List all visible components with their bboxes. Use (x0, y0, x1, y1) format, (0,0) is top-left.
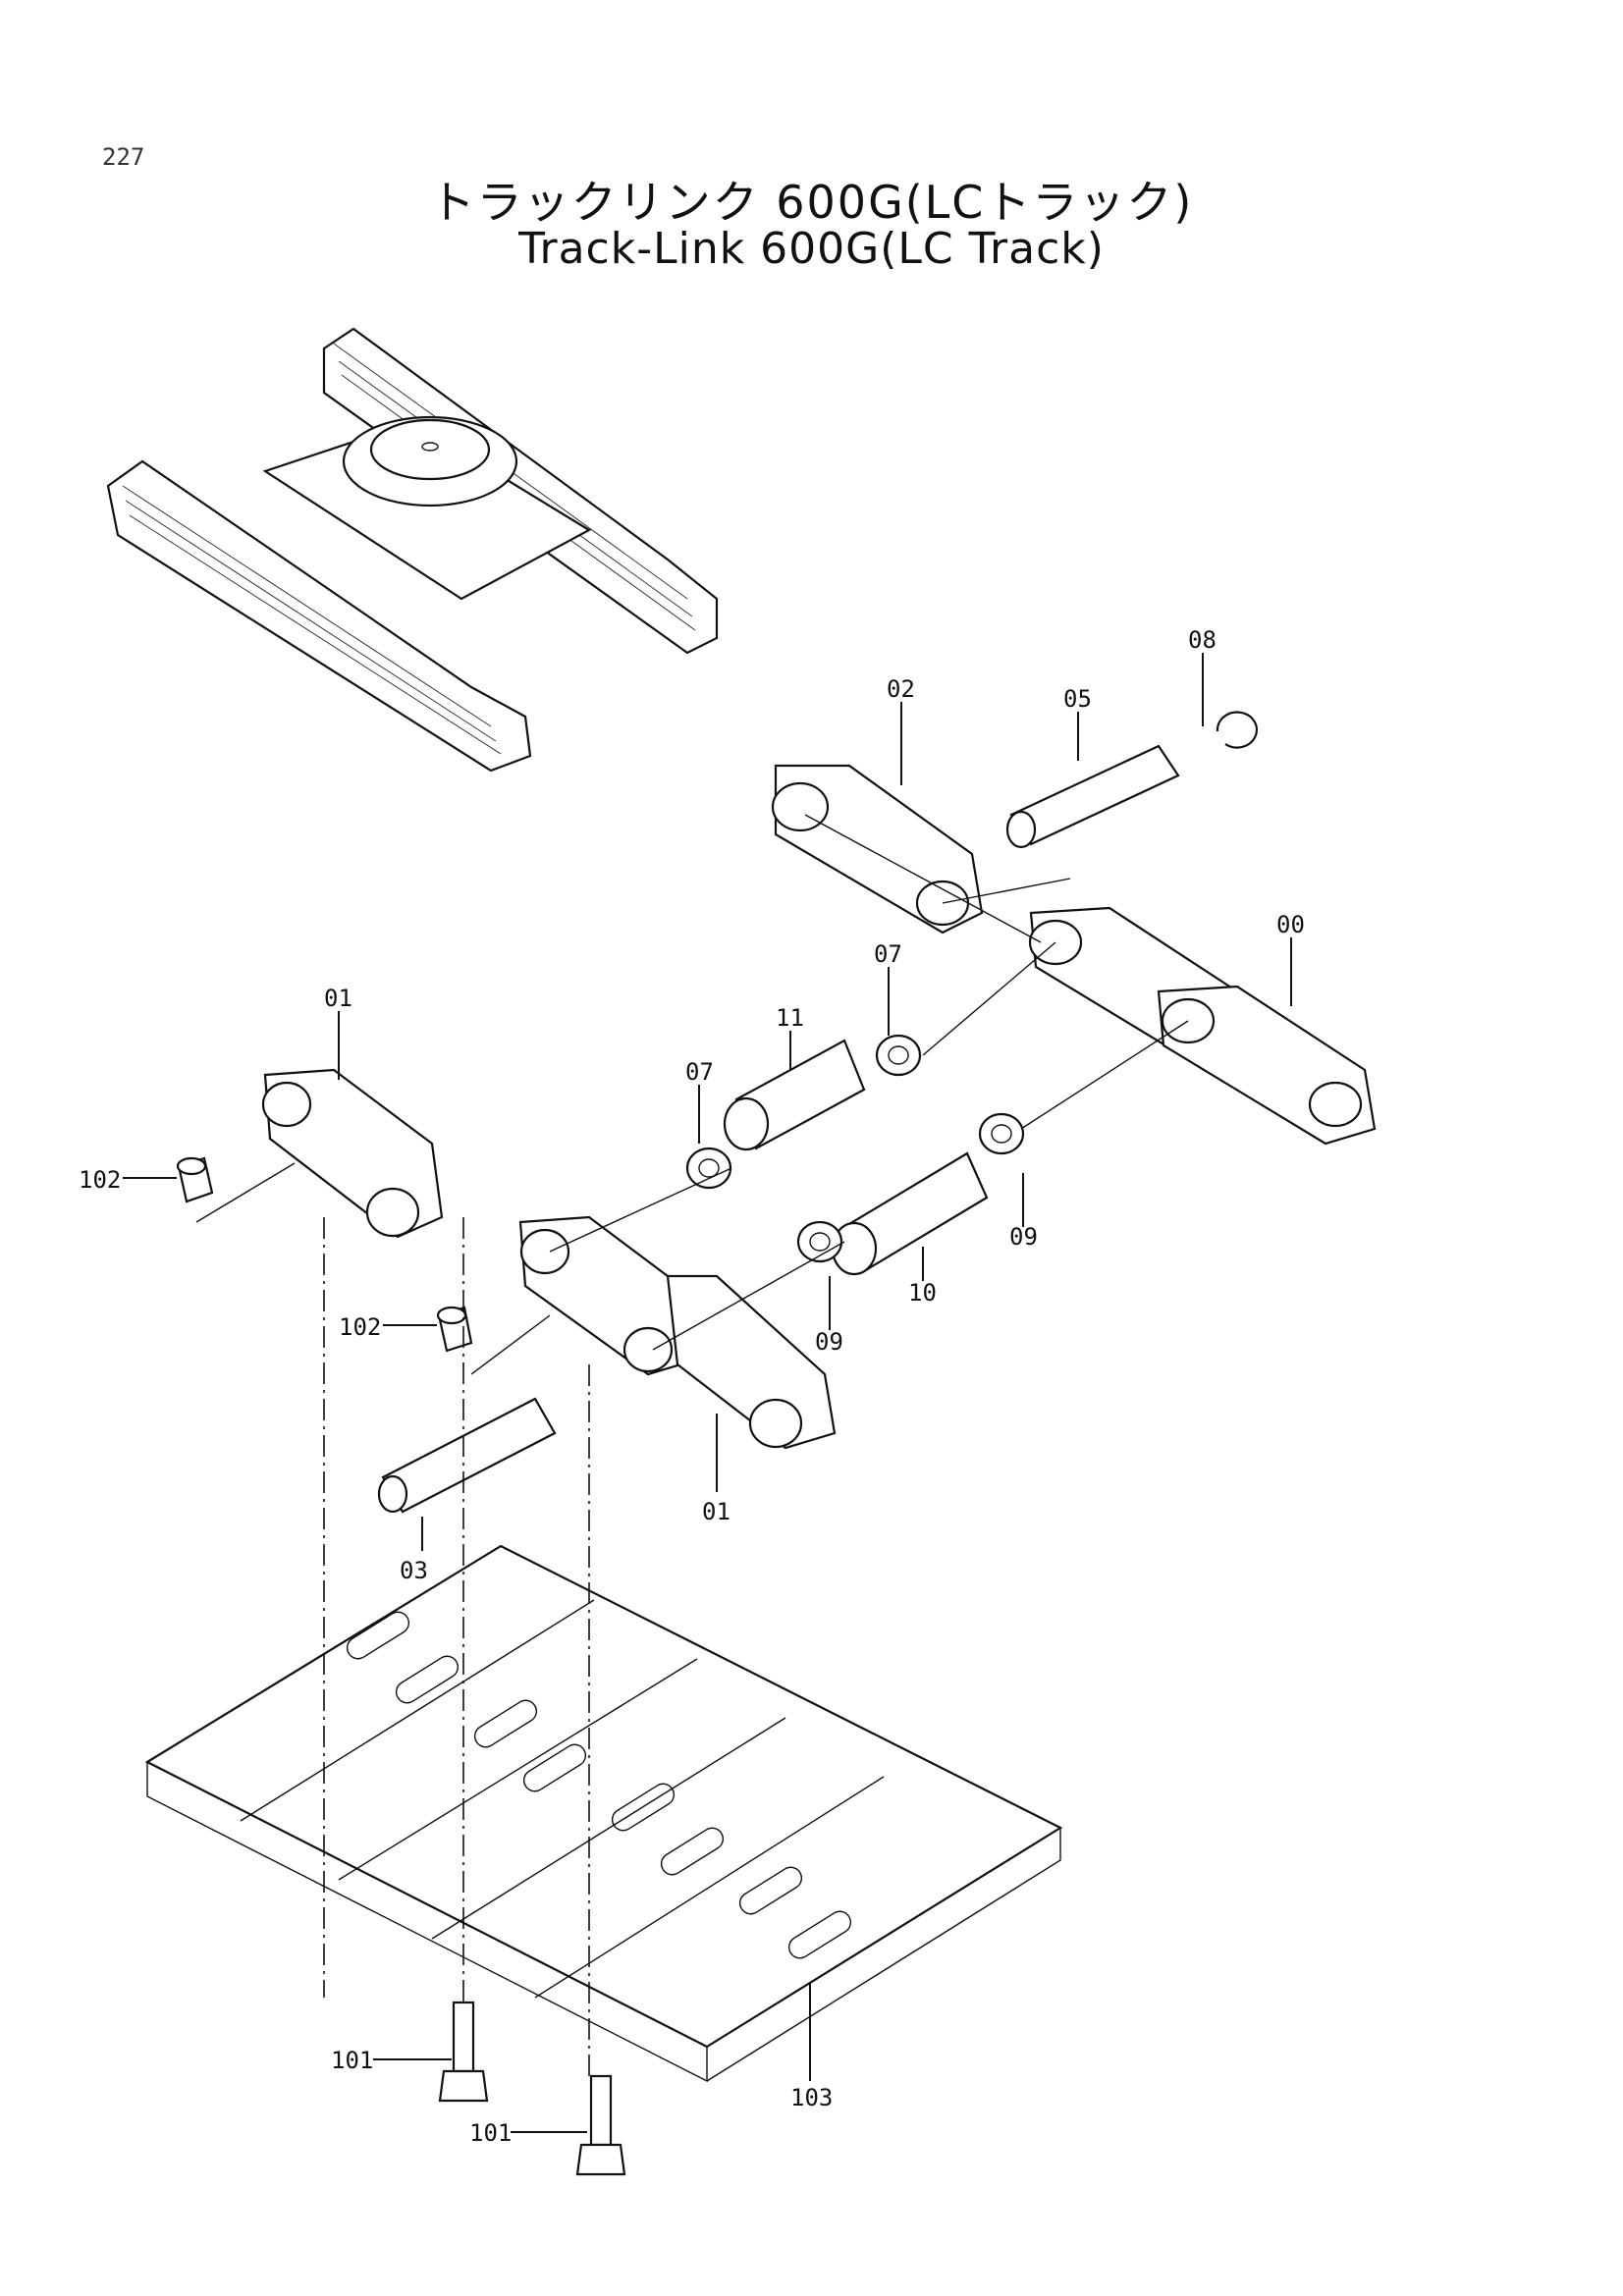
link-01-upper (261, 1068, 444, 1239)
track-shoe-assembly (144, 1544, 1063, 2083)
callout-10: 10 (908, 1279, 937, 1307)
seal-07-upper (875, 1034, 922, 1077)
pin-05 (1005, 744, 1180, 849)
seal-09-right (978, 1112, 1025, 1155)
callout-00: 00 (1276, 911, 1305, 938)
master-link-02 (771, 764, 984, 934)
title-english: Track-Link 600G(LC Track) (518, 224, 1105, 274)
pin-03 (377, 1397, 557, 1514)
page-number: 227 (102, 143, 145, 171)
callout-09-left: 09 (815, 1328, 843, 1356)
callout-08: 08 (1188, 626, 1217, 654)
callout-102-lower: 102 (339, 1313, 381, 1341)
seal-09-left (796, 1220, 843, 1263)
nut-102-lower (436, 1306, 473, 1353)
nut-102-upper (176, 1156, 214, 1203)
callout-103: 103 (790, 2084, 833, 2111)
undercarriage-overview (106, 327, 719, 773)
callout-02: 02 (887, 675, 915, 703)
snap-ring-08 (1216, 711, 1259, 749)
callout-102-upper: 102 (79, 1166, 121, 1194)
callout-01-lower: 01 (702, 1498, 730, 1525)
callout-101-right: 101 (469, 2119, 512, 2147)
bolt-101-right (575, 2074, 626, 2176)
bushing-11 (723, 1039, 866, 1151)
title-japanese: トラックリンク 600G(LCトラック) (429, 176, 1194, 229)
callout-09-right: 09 (1009, 1223, 1038, 1251)
callout-07-lower: 07 (685, 1058, 714, 1086)
callout-07-upper: 07 (874, 940, 902, 968)
callout-03: 03 (400, 1557, 428, 1584)
bolt-101-left (438, 2001, 489, 2103)
seal-07-lower (685, 1147, 732, 1190)
callout-01-upper: 01 (324, 985, 352, 1012)
callout-05: 05 (1063, 685, 1092, 713)
callout-101-left: 101 (331, 2047, 373, 2074)
link-assembly-00 (1028, 906, 1377, 1146)
bushing-10 (831, 1151, 989, 1276)
link-01-center (518, 1215, 837, 1450)
callout-11: 11 (776, 1004, 804, 1032)
